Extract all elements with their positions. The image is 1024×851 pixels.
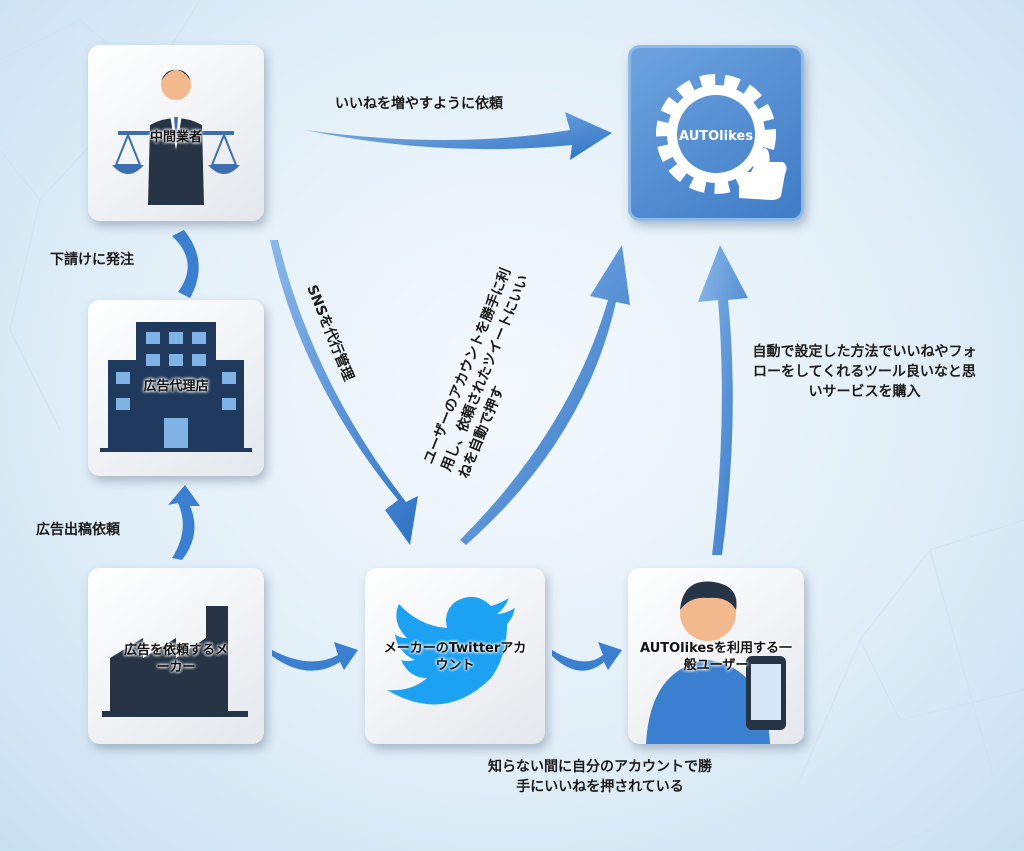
node-twitter: メーカーのTwitterアカウント: [365, 568, 545, 744]
arrow-user-to-autolikes: [698, 245, 748, 555]
arrow-broker-to-agency: [172, 230, 199, 298]
node-twitter-label: メーカーのTwitterアカウント: [383, 641, 527, 673]
node-autolikes: AUTOlikes: [628, 45, 804, 221]
gear-thumbs-up-icon: [656, 74, 787, 200]
arrow-maker-to-twitter: [272, 642, 358, 671]
arrow-twitter-to-user: [552, 642, 622, 671]
arrow-twitter-to-autolikes: [460, 245, 630, 545]
factory-icon: [102, 606, 248, 717]
node-agency: 広告代理店: [88, 300, 264, 476]
office-building-icon: [100, 322, 252, 452]
twitter-bird-icon: [387, 596, 515, 705]
label-agency-request: 広告出稿依頼: [36, 522, 120, 538]
node-broker: 中間業者: [88, 45, 264, 221]
arrow-broker-to-autolikes: [305, 112, 612, 160]
node-agency-label: 広告代理店: [143, 379, 209, 394]
label-broker-to-autolikes: いいねを増やすように依頼: [335, 96, 503, 112]
node-user-label: AUTOlikesを利用する一般ユーザー: [640, 641, 792, 673]
node-maker: 広告を依頼するメーカー: [88, 568, 264, 744]
node-autolikes-label: AUTOlikes: [679, 129, 753, 144]
arrow-broker-to-twitter: [270, 240, 418, 545]
node-user: AUTOlikesを利用する一般ユーザー: [628, 568, 804, 744]
label-user-note: 知らない間に自分のアカウントで勝手にいいねを押されている: [488, 759, 712, 795]
arrow-maker-to-agency: [168, 485, 200, 560]
user-smartphone-icon: [646, 581, 786, 744]
label-broker-to-agency: 下請けに発注: [50, 252, 134, 268]
label-purchase-service: 自動で設定した方法でいいねやフォローをしてくれるツール良いなと思いサービスを購入: [752, 344, 977, 400]
node-maker-label: 広告を依頼するメーカー: [123, 643, 228, 675]
node-broker-label: 中間業者: [149, 130, 202, 145]
businessman-scales-icon: [112, 69, 240, 205]
